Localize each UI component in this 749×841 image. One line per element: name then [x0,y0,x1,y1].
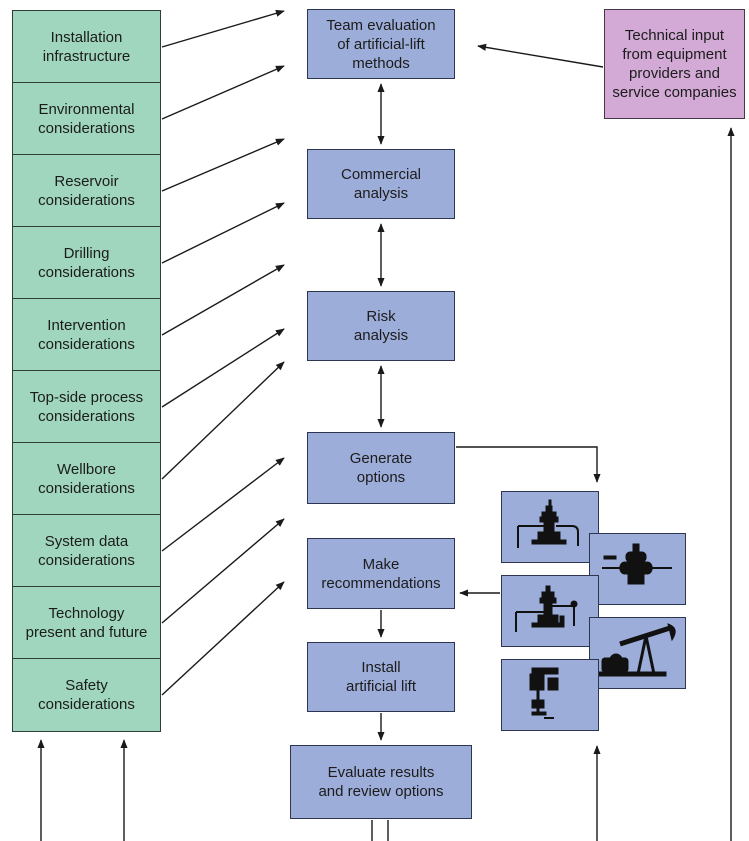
consideration-technology: Technology present and future [13,587,160,659]
risk-analysis-box: Risk analysis [307,291,455,361]
arrow-consideration-1 [161,9,285,48]
icon-tile-subsea-tree [589,533,686,605]
commercial-analysis-box: Commercial analysis [307,149,455,219]
consideration-label: Intervention considerations [38,316,135,353]
gas-lift-icon [515,585,578,632]
install-artificial-lift-box: Install artificial lift [307,642,455,712]
icon-tile-esp [501,659,599,731]
consideration-intervention: Intervention considerations [13,299,160,371]
arrow-consideration-5 [161,264,285,336]
arrow-consideration-3 [161,138,285,192]
install-artificial-lift-label: Install artificial lift [345,659,416,695]
arrow-consideration-4 [161,202,285,264]
arrow-consideration-9 [161,518,285,624]
technical-input-label: Technical input from equipment providers… [612,27,737,101]
make-recommendations-box: Make recommendations [307,538,455,609]
icon-tile-wellhead [501,491,599,563]
consideration-label: Wellbore considerations [38,460,135,497]
consideration-drilling: Drilling considerations [13,227,160,299]
consideration-label: Technology present and future [25,604,148,641]
icon-tile-pump-jack [589,617,686,689]
consideration-label: Installation infrastructure [42,28,131,65]
arrow-consideration-10 [161,581,285,696]
generate-options-label: Generate options [349,450,413,486]
team-evaluation-box: Team evaluation of artificial-lift metho… [307,9,455,79]
make-recommendations-label: Make recommendations [321,555,441,592]
arrow-generate-icons [456,446,601,483]
commercial-analysis-label: Commercial analysis [340,166,421,202]
consideration-topside: Top-side process considerations [13,371,160,443]
consideration-label: Safety considerations [38,677,135,713]
pump-jack-icon [597,623,676,677]
esp-icon [529,667,559,719]
evaluate-results-box: Evaluate results and review options [290,745,472,819]
consideration-label: Reservoir considerations [38,172,135,209]
arrow-consideration-8 [161,457,285,552]
technical-input-box: Technical input from equipment providers… [604,9,745,119]
consideration-label: System data considerations [38,532,135,569]
subsea-tree-icon [602,543,672,585]
arrow-consideration-2 [161,65,285,120]
consideration-label: Top-side process considerations [29,388,144,425]
consideration-label: Environmental considerations [38,100,135,137]
arrow-consideration-7 [161,361,285,480]
arrow-consideration-6 [161,328,285,408]
arrow-technical-input [477,43,604,68]
consideration-environmental: Environmental considerations [13,83,160,155]
generate-options-box: Generate options [307,432,455,504]
consideration-wellbore: Wellbore considerations [13,443,160,515]
consideration-label: Drilling considerations [38,244,135,281]
consideration-reservoir: Reservoir considerations [13,155,160,227]
wellhead-icon [517,499,579,548]
consideration-system-data: System data considerations [13,515,160,587]
risk-analysis-label: Risk analysis [353,308,409,344]
icon-tile-gas-lift [501,575,599,647]
team-evaluation-label: Team evaluation of artificial-lift metho… [326,16,436,72]
evaluate-results-label: Evaluate results and review options [318,764,444,800]
considerations-column: Installation infrastructure Environmenta… [12,10,161,732]
consideration-safety: Safety considerations [13,659,160,731]
consideration-installation: Installation infrastructure [13,11,160,83]
